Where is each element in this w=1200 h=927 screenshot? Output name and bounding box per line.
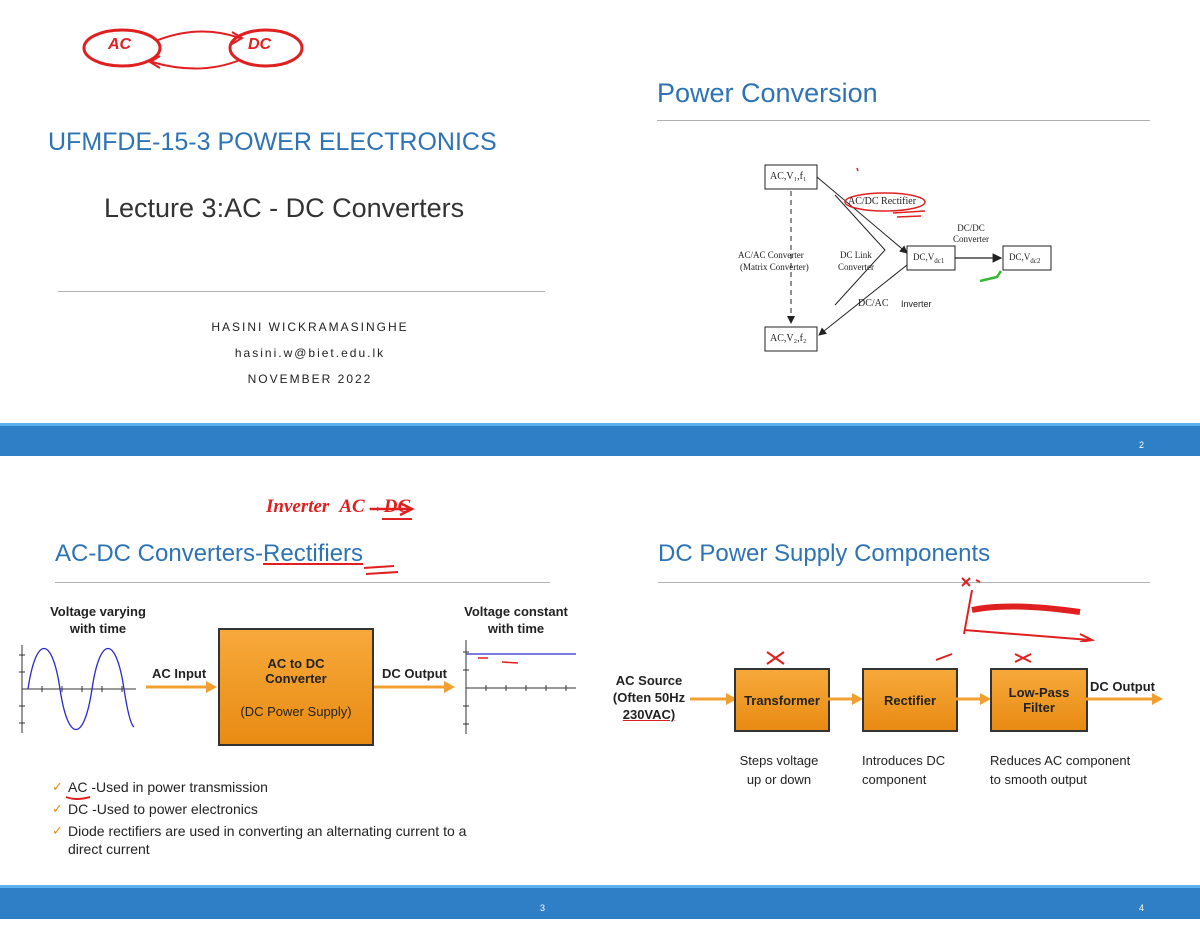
dc-output-arrow xyxy=(374,681,455,693)
source-to-transformer-arrow xyxy=(690,693,737,705)
diagram-dcac-label: DC/AC xyxy=(858,298,889,309)
handwritten-ac-dc-annotation xyxy=(82,28,304,70)
converter-box-line2: Converter xyxy=(265,670,327,686)
annotation-dc-text: DC xyxy=(248,36,272,53)
course-title: UFMFDE-15-3 POWER ELECTRONICS xyxy=(48,128,497,156)
bullet-text: AC -Used in power transmission xyxy=(68,779,268,795)
diagram-dcdc-label: DC/DC Converter xyxy=(953,223,989,244)
dc-constant-plot xyxy=(463,640,576,734)
transformer-description: Steps voltage up or down xyxy=(724,751,834,789)
filter-desc-line2: to smooth output xyxy=(990,772,1087,787)
rectifier-to-filter-arrow xyxy=(956,693,991,705)
slide3-title-divider xyxy=(55,582,550,583)
check-icon: ✓ xyxy=(52,801,63,816)
rectifier-description: Introduces DC component xyxy=(862,751,972,789)
author-name: HASINI WICKRAMASINGHE xyxy=(211,320,409,334)
handwritten-inverter-annotation xyxy=(370,501,415,520)
dc-output-label: DC Output xyxy=(382,666,447,681)
diagram-ac-source: AC,V₁,f₁ xyxy=(770,171,807,182)
slide2-title: Power Conversion xyxy=(657,78,878,108)
left-label-line2: with time xyxy=(69,621,127,636)
right-label-line1: Voltage constant xyxy=(464,604,568,619)
band-accent-line xyxy=(0,885,1200,888)
diagram-dclink-label: DC Link xyxy=(840,250,872,260)
annotation-ac-text: AC xyxy=(108,36,132,53)
ac-dc-converter-box: AC to DC Converter (DC Power Supply) xyxy=(218,628,374,746)
ac-input-arrow xyxy=(146,681,217,693)
diagram-inverter-label: Inverter xyxy=(901,299,932,309)
bullet-text: Diode rectifiers are used in converting … xyxy=(68,823,467,857)
ac-input-label: AC Input xyxy=(152,666,207,681)
right-label-line2: with time xyxy=(487,621,545,636)
diagram-dc2: DC,Vdc2 xyxy=(1009,252,1041,265)
source-line1: AC Source xyxy=(615,673,683,688)
check-icon: ✓ xyxy=(52,779,63,794)
transformer-box: Transformer xyxy=(734,668,830,732)
transformer-x-mark xyxy=(766,651,785,665)
slide4-title-divider xyxy=(658,582,1150,583)
filter-x-mark xyxy=(1014,653,1032,663)
slide3-title-prefix: AC-DC Converters- xyxy=(55,540,264,567)
author-email: hasini.w@biet.edu.lk xyxy=(234,346,386,360)
rectifier-desc-line1: Introduces DC xyxy=(862,753,946,768)
transformer-desc-line1: Steps voltage xyxy=(739,753,819,768)
diagram-matrix-label: (Matrix Converter) xyxy=(740,262,809,272)
band-accent-line xyxy=(0,423,1200,426)
slide3-title-link: Rectifiers xyxy=(263,540,364,567)
right-voltage-label: Voltage constant with time xyxy=(446,603,586,637)
bullet-item: ✓ Diode rectifiers are used in converting… xyxy=(52,822,472,858)
left-label-line1: Voltage varying xyxy=(50,604,146,619)
power-conversion-diagram xyxy=(764,164,1052,352)
slide4-title: DC Power Supply Components xyxy=(658,540,991,567)
transformer-desc-line2: up or down xyxy=(746,772,812,787)
check-icon: ✓ xyxy=(52,823,63,838)
lecture-title: Lecture 3:AC - DC Converters xyxy=(104,193,465,223)
rectifier-tick-mark xyxy=(935,653,953,661)
ac-underline-scribble xyxy=(65,796,91,800)
diagram-ac-out: AC,V₂,f₂ xyxy=(770,333,807,344)
slide3-page-number: 3 xyxy=(540,903,546,913)
diagram-dclink-converter-label: Converter xyxy=(838,262,874,272)
source-line3: 230VAC) xyxy=(622,707,676,722)
slide-footer-band-top: 2 xyxy=(0,423,1200,456)
converter-box-line1: AC to DC xyxy=(267,655,325,671)
bullet-item: ✓ AC -Used in power transmission xyxy=(52,778,472,796)
diagram-rectifier-label: AC/DC Rectifier xyxy=(848,196,917,207)
bullet-text: DC -Used to power electronics xyxy=(68,801,258,817)
slide2-title-divider xyxy=(657,120,1150,121)
rectifier-box: Rectifier xyxy=(862,668,958,732)
slide4-page-number: 4 xyxy=(1139,903,1145,913)
dc-output-label-4: DC Output xyxy=(1090,679,1155,694)
source-line2: (Often 50Hz xyxy=(612,690,686,705)
diagram-dc1: DC,Vdc1 xyxy=(913,252,945,265)
slide3-bullet-list: ✓ AC -Used in power transmission ✓ DC -Use… xyxy=(52,778,472,862)
rectifier-desc-line2: component xyxy=(862,772,927,787)
converter-box-line3: (DC Power Supply) xyxy=(240,703,352,719)
ac-sine-wave-plot xyxy=(19,645,136,733)
presentation-date: NOVEMBER 2022 xyxy=(247,372,373,386)
filter-output-arrow xyxy=(1086,693,1163,705)
filter-description: Reduces AC component to smooth output xyxy=(990,751,1160,789)
ac-source-label: AC Source (Often 50Hz 230VAC) xyxy=(604,672,694,723)
annotation-inverter-text: Inverter AC→DC xyxy=(266,496,411,517)
filter-desc-line1: Reduces AC component xyxy=(990,753,1131,768)
title-divider xyxy=(58,291,545,292)
low-pass-filter-box: Low-Pass Filter xyxy=(990,668,1088,732)
left-voltage-label: Voltage varying with time xyxy=(28,603,168,637)
bullet-item: ✓ DC -Used to power electronics xyxy=(52,800,472,818)
transformer-to-rectifier-arrow xyxy=(828,693,863,705)
slide2-page-number: 2 xyxy=(1139,440,1145,450)
title-underline-scribble xyxy=(363,565,399,575)
slide3-title: AC-DC Converters-Rectifiers xyxy=(55,540,363,568)
handwritten-filter-sketch xyxy=(961,577,1096,642)
diagram-acac-label: AC/AC Converter xyxy=(738,250,804,260)
slide-footer-band-bottom: 3 4 xyxy=(0,885,1200,919)
